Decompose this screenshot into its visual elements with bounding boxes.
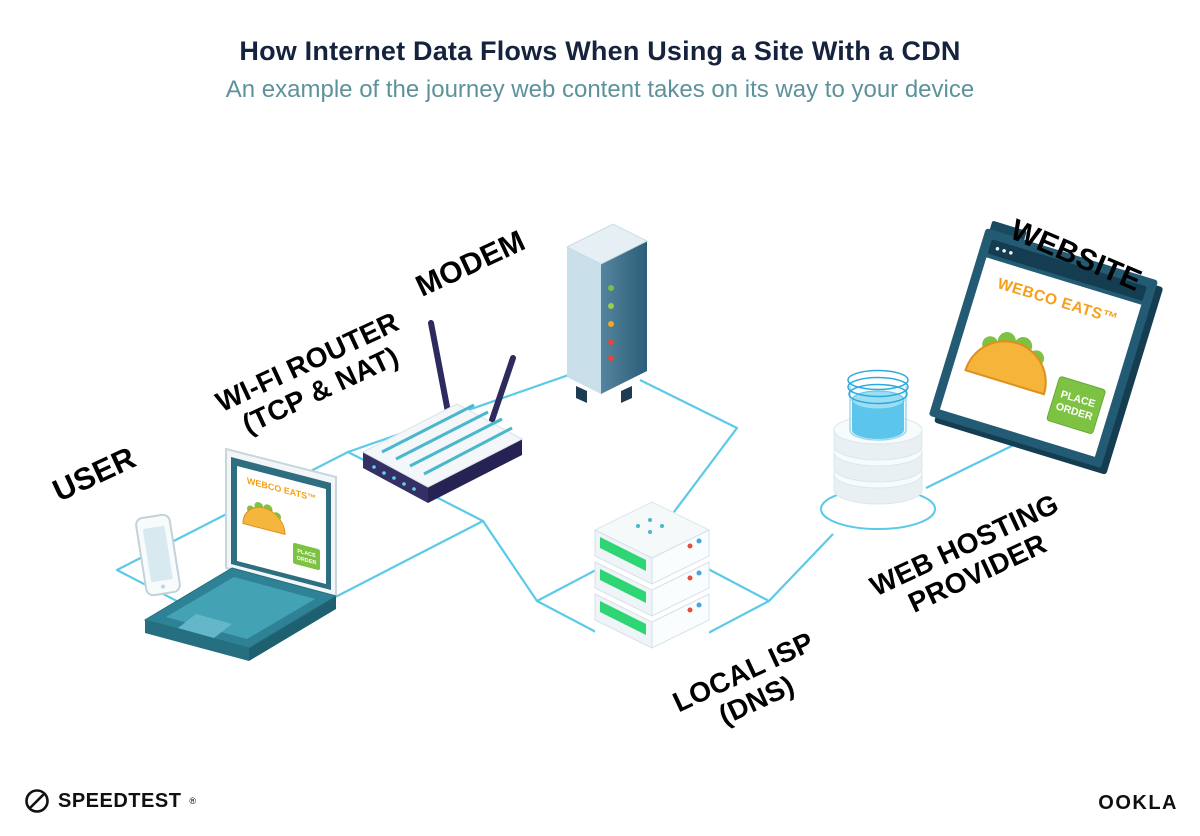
server-dot-blue bbox=[696, 538, 702, 544]
server-dot-red bbox=[687, 607, 693, 613]
modem-to-isp-line bbox=[639, 379, 739, 541]
ookla-logo: OOKLA bbox=[1098, 792, 1178, 814]
speedtest-wordmark: SPEEDTEST bbox=[58, 789, 182, 812]
modem-left-face bbox=[567, 247, 601, 394]
router-top-face bbox=[361, 403, 524, 488]
server-led-strip bbox=[600, 537, 646, 571]
server-slab bbox=[594, 593, 710, 649]
hosting-db-illustration bbox=[820, 369, 936, 530]
server-dot-blue bbox=[696, 570, 702, 576]
modem-foot-right bbox=[621, 386, 632, 403]
user-to-isp-line bbox=[482, 520, 538, 602]
server-dot-red bbox=[687, 575, 693, 581]
router-stripe bbox=[409, 417, 503, 468]
laptop-taco-graphic bbox=[242, 502, 286, 536]
db-ring bbox=[848, 383, 908, 405]
router-antenna-left bbox=[428, 320, 451, 415]
server-dot-blue bbox=[696, 602, 702, 608]
server-slab bbox=[594, 529, 710, 585]
speedtest-trademark: ® bbox=[189, 796, 197, 806]
speedtest-logo: SPEEDTEST ® bbox=[24, 788, 196, 814]
browser-topbar-dots bbox=[995, 246, 1013, 255]
browser-topbar bbox=[988, 239, 1147, 301]
db-glass bbox=[849, 386, 907, 441]
laptop-illustration: WEBCO EATS™ PLACE ORDER bbox=[143, 447, 338, 661]
header: How Internet Data Flows When Using a Sit… bbox=[0, 36, 1200, 104]
laptop-base-front-right bbox=[249, 596, 336, 661]
speedtest-gauge-icon bbox=[25, 789, 49, 813]
phone-illustration bbox=[135, 513, 181, 597]
server-led-strip bbox=[600, 569, 646, 603]
db-liquid bbox=[852, 400, 904, 439]
router-led-lights bbox=[372, 465, 416, 491]
isp-to-hosting-line bbox=[768, 533, 834, 602]
db-ring bbox=[847, 369, 909, 391]
router-front-right-face bbox=[428, 439, 522, 503]
modem-illustration bbox=[565, 223, 649, 403]
laptop-base-front-left bbox=[145, 620, 249, 661]
server-dot-red bbox=[687, 543, 693, 549]
modem-top-face bbox=[565, 223, 649, 265]
laptop-trackpad bbox=[178, 614, 232, 638]
server-slab bbox=[594, 561, 710, 617]
place-order-button bbox=[1046, 376, 1106, 434]
router-stripe bbox=[395, 410, 489, 461]
router-antenna-right bbox=[489, 355, 516, 423]
server-top-dots bbox=[636, 518, 664, 534]
isp-server-illustration bbox=[593, 501, 711, 674]
db-glass-cylinder bbox=[847, 369, 909, 441]
website-browser-illustration: WEBCO EATS™ PLACE ORDER bbox=[929, 221, 1163, 475]
laptop-order-button-line2: ORDER bbox=[297, 555, 317, 566]
page-title: How Internet Data Flows When Using a Sit… bbox=[239, 36, 961, 66]
wifi-router-illustration bbox=[361, 320, 524, 503]
website-taco-graphic bbox=[964, 332, 1047, 396]
laptop-order-button bbox=[293, 542, 320, 571]
phone-home-button bbox=[161, 584, 166, 589]
laptop-order-button-line1: PLACE bbox=[297, 549, 316, 560]
router-stripe bbox=[423, 426, 513, 476]
router-stripe bbox=[381, 403, 475, 454]
page-subtitle: An example of the journey web content ta… bbox=[225, 76, 975, 103]
modem-foot-left bbox=[576, 386, 587, 403]
db-ring bbox=[847, 376, 909, 398]
modem-led-lights bbox=[608, 285, 614, 361]
server-led-strip bbox=[600, 601, 646, 635]
phone-screen bbox=[143, 525, 173, 583]
modem-front-face bbox=[601, 241, 647, 394]
